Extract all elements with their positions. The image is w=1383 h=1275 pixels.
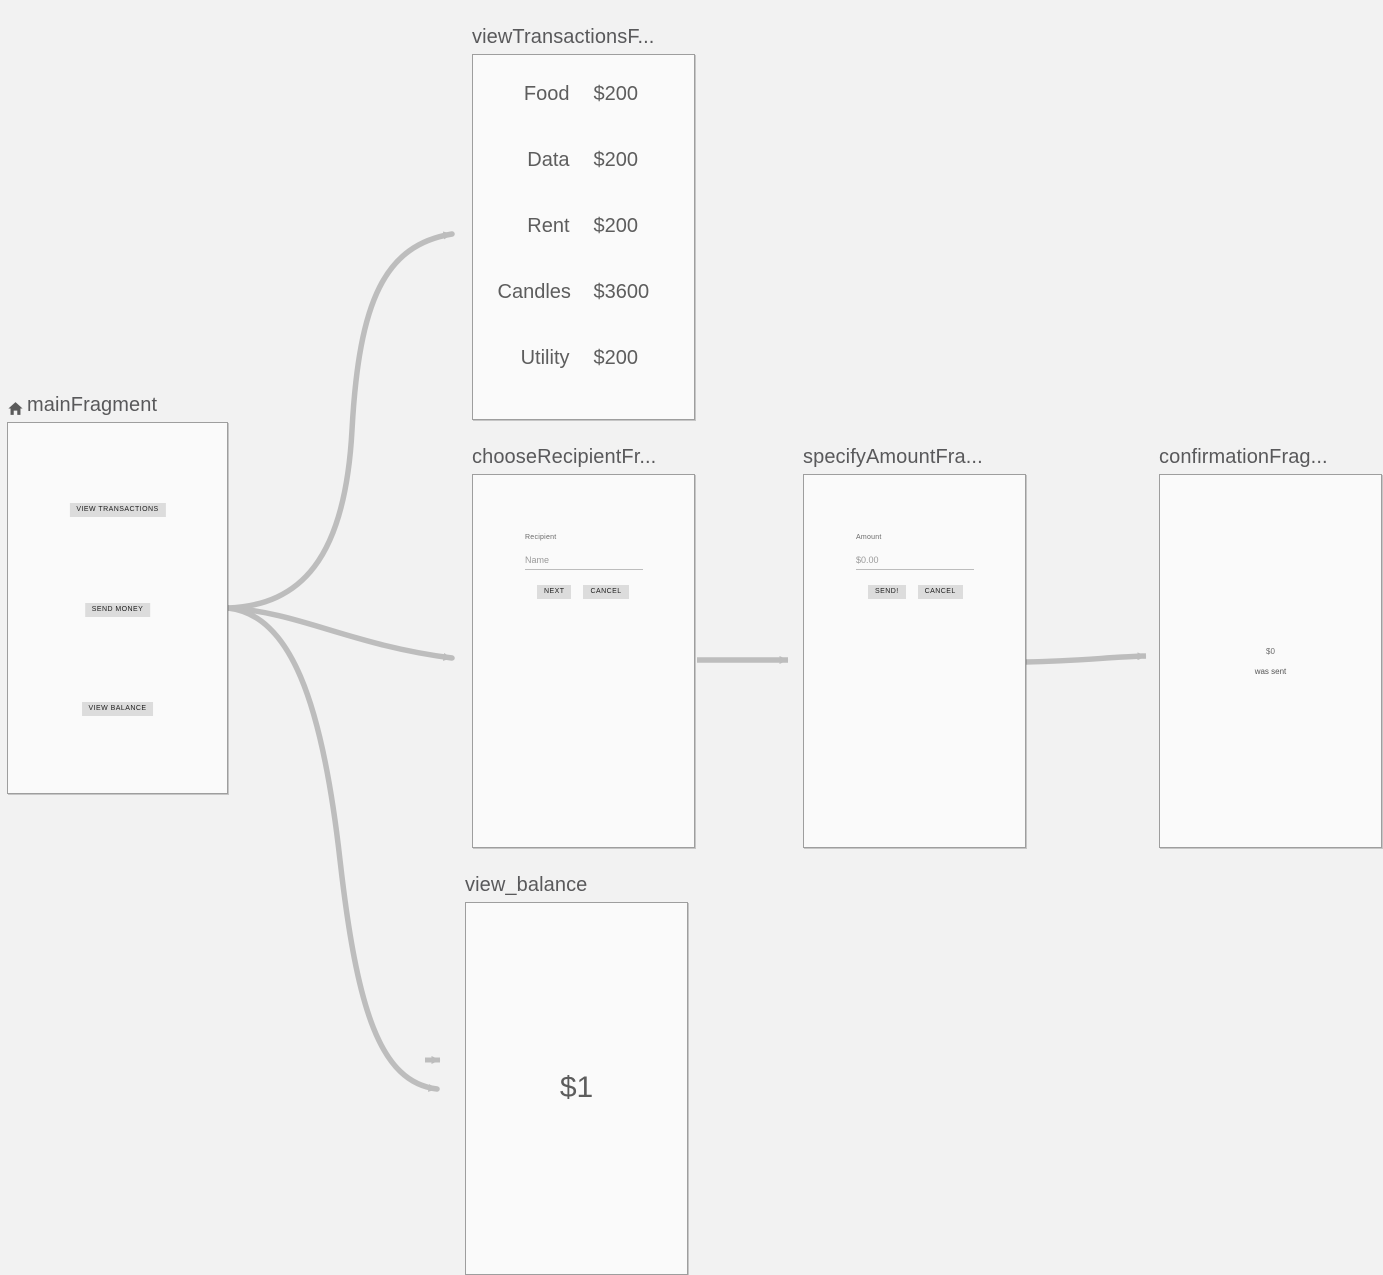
confirmation-preview: $0 was sent	[1160, 645, 1381, 678]
destination-confirmationFragment[interactable]: confirmationFrag... $0 was sent	[1159, 446, 1382, 848]
confirmation-message: was sent	[1254, 667, 1287, 676]
transaction-row: Rent $200	[473, 215, 694, 281]
destination-view_balance[interactable]: view_balance $1	[465, 874, 688, 1275]
destination-title-label: confirmationFrag...	[1159, 446, 1328, 468]
destination-viewTransactionsFragment[interactable]: viewTransactionsF... Food $200 Data $200…	[472, 26, 695, 420]
destination-title-label: mainFragment	[27, 394, 158, 416]
transaction-amount: $3600	[593, 281, 650, 303]
preview-button-view-transactions[interactable]: VIEW TRANSACTIONS	[69, 503, 166, 517]
destination-title-chooseRecipientFragment: chooseRecipientFr...	[472, 445, 656, 469]
destination-card-chooseRecipientFragment[interactable]: Recipient Name NEXT CANCEL	[472, 474, 695, 848]
action-main-to-choose-recipient[interactable]	[225, 605, 455, 661]
destination-mainFragment[interactable]: mainFragment VIEW TRANSACTIONS SEND MONE…	[7, 394, 228, 794]
transaction-category: Rent	[527, 215, 570, 237]
destination-specifyAmountFragment[interactable]: specifyAmountFra... Amount $0.00 SEND! C…	[803, 446, 1026, 848]
specify-amount-actions: SEND! CANCEL	[856, 585, 980, 599]
specify-amount-form-preview: Amount $0.00 SEND! CANCEL	[856, 533, 980, 599]
destination-title-label: specifyAmountFra...	[803, 446, 983, 468]
cancel-button[interactable]: CANCEL	[917, 585, 963, 599]
destination-title-specifyAmountFragment: specifyAmountFra...	[803, 445, 983, 469]
transaction-category: Utility	[520, 347, 570, 369]
destination-card-specifyAmountFragment[interactable]: Amount $0.00 SEND! CANCEL	[803, 474, 1026, 848]
transaction-row: Food $200	[473, 83, 694, 149]
choose-recipient-actions: NEXT CANCEL	[525, 585, 649, 599]
transaction-amount: $200	[593, 83, 639, 105]
destination-card-mainFragment[interactable]: VIEW TRANSACTIONS SEND MONEY VIEW BALANC…	[7, 422, 228, 794]
transaction-category: Food	[523, 83, 570, 105]
destination-card-confirmationFragment[interactable]: $0 was sent	[1159, 474, 1382, 848]
preview-button-view-balance[interactable]: VIEW BALANCE	[81, 702, 154, 716]
home-icon	[7, 399, 24, 416]
action-main-to-view-balance[interactable]	[225, 605, 440, 1092]
destination-title-mainFragment: mainFragment	[7, 393, 157, 417]
next-button[interactable]: NEXT	[537, 585, 572, 599]
cancel-button[interactable]: CANCEL	[583, 585, 629, 599]
confirmation-amount: $0	[1266, 647, 1275, 656]
destination-title-confirmationFragment: confirmationFrag...	[1159, 445, 1328, 469]
transaction-category: Data	[527, 149, 570, 171]
action-specify-amount-to-confirmation[interactable]	[1025, 652, 1147, 665]
transaction-amount: $200	[593, 347, 639, 369]
destination-chooseRecipientFragment[interactable]: chooseRecipientFr... Recipient Name NEXT…	[472, 446, 695, 848]
send-button[interactable]: SEND!	[868, 585, 906, 599]
main-fragment-preview: VIEW TRANSACTIONS SEND MONEY VIEW BALANC…	[8, 423, 227, 793]
transaction-amount: $200	[593, 215, 639, 237]
amount-field-label: Amount	[856, 534, 882, 541]
transaction-amount: $200	[593, 149, 639, 171]
preview-button-send-money[interactable]: SEND MONEY	[84, 603, 151, 617]
action-main-to-transactions[interactable]	[225, 231, 455, 611]
destination-title-label: view_balance	[465, 874, 588, 896]
amount-input[interactable]: $0.00	[856, 554, 974, 570]
transaction-row: Candles $3600	[473, 281, 694, 347]
destination-title-viewTransactionsFragment: viewTransactionsF...	[472, 25, 654, 49]
transaction-list: Food $200 Data $200 Rent $200 Candles $3…	[473, 83, 694, 413]
transaction-category: Candles	[497, 281, 571, 303]
transaction-row: Data $200	[473, 149, 694, 215]
destination-card-view_balance[interactable]: $1	[465, 902, 688, 1275]
transaction-row: Utility $200	[473, 347, 694, 413]
recipient-name-input[interactable]: Name	[525, 554, 643, 570]
choose-recipient-form-preview: Recipient Name NEXT CANCEL	[525, 533, 649, 599]
recipient-field-label: Recipient	[525, 534, 557, 541]
destination-title-view_balance: view_balance	[465, 873, 587, 897]
balance-amount: $1	[559, 1071, 594, 1104]
destination-card-viewTransactionsFragment[interactable]: Food $200 Data $200 Rent $200 Candles $3…	[472, 54, 695, 420]
destination-title-label: chooseRecipientFr...	[472, 446, 657, 468]
destination-title-label: viewTransactionsF...	[472, 26, 655, 48]
